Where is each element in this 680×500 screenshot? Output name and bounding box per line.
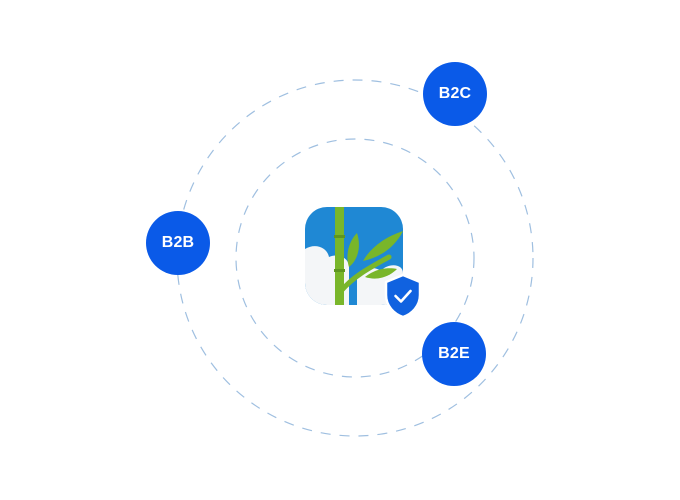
node-b2c-label: B2C (438, 85, 472, 102)
node-b2b-label: B2B (161, 234, 195, 251)
node-b2e-label: B2E (438, 345, 470, 362)
shield-check-icon (383, 273, 423, 319)
node-b2c[interactable]: B2C (423, 62, 487, 126)
inner-orbit-ring (235, 138, 475, 378)
node-b2e[interactable]: B2E (422, 322, 486, 386)
node-b2b[interactable]: B2B (146, 211, 210, 275)
